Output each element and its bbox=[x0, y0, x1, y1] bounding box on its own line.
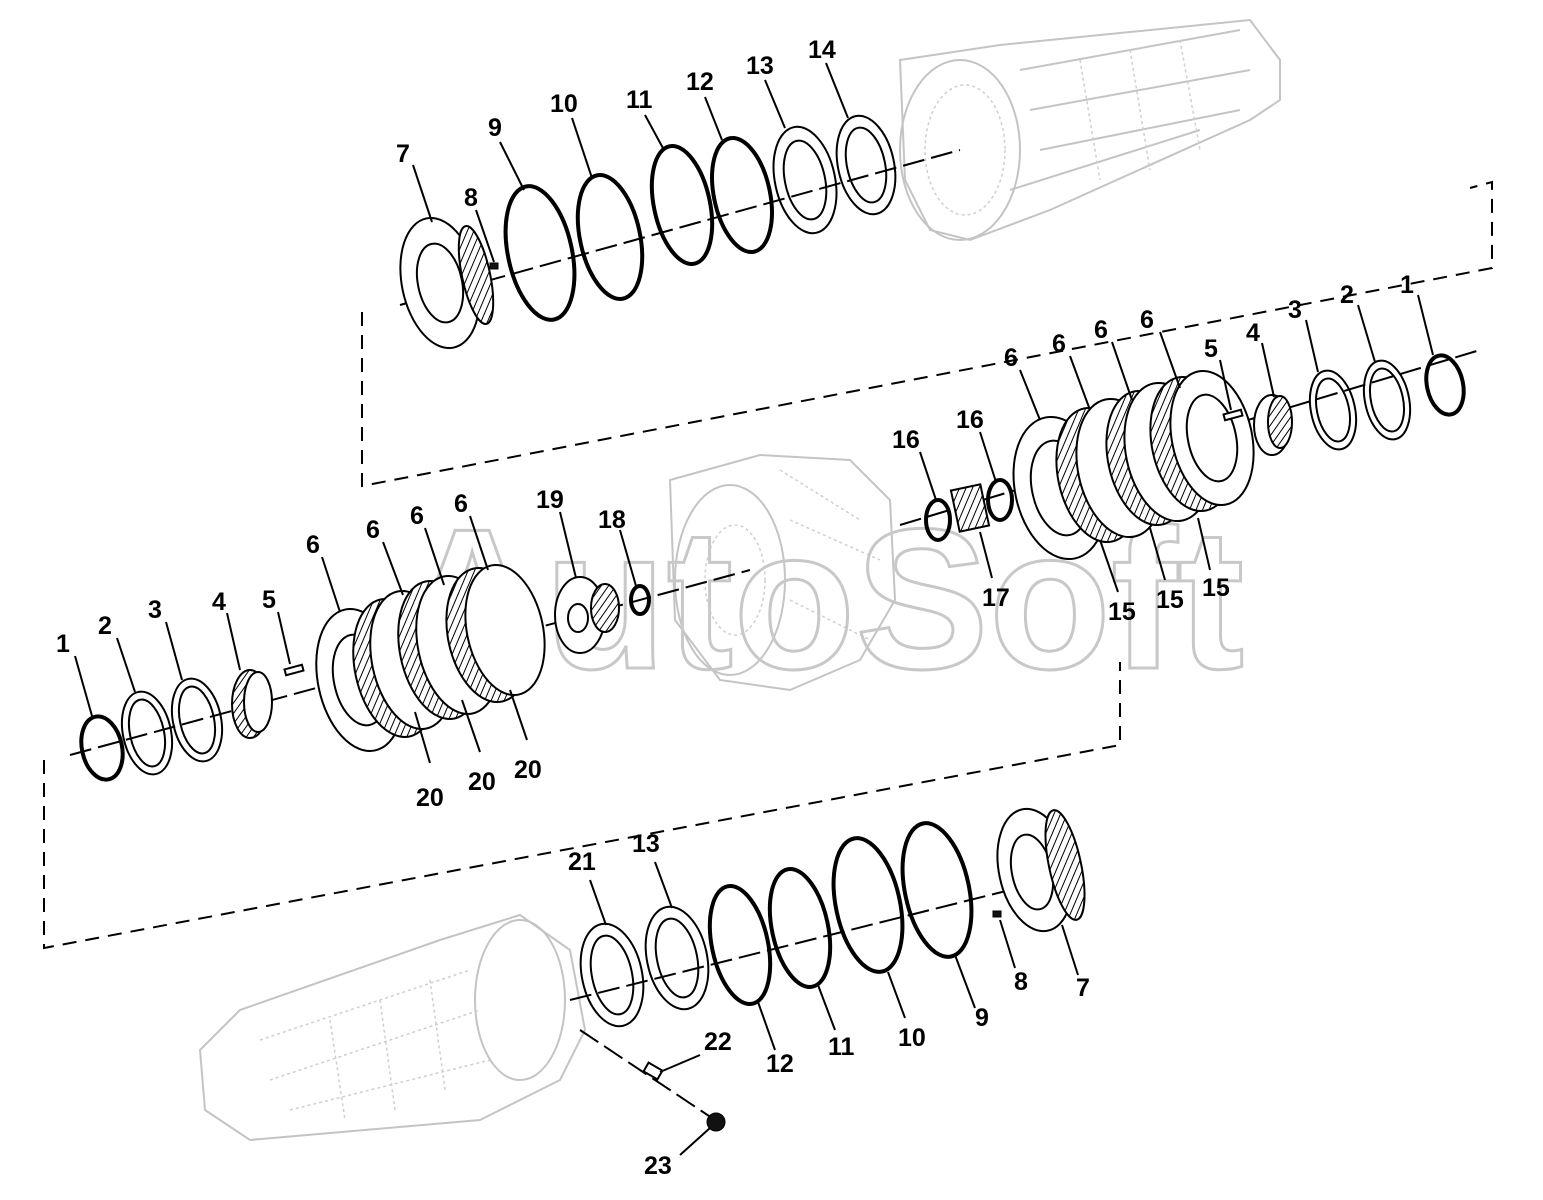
label-6: 6 bbox=[1140, 306, 1154, 334]
label-22: 22 bbox=[704, 1028, 732, 1056]
leaders-middle-right bbox=[919, 294, 1434, 593]
label-13: 13 bbox=[746, 52, 774, 80]
part-10-seal-top bbox=[575, 173, 645, 301]
part-10-seal-bottom bbox=[831, 836, 905, 974]
label-14: 14 bbox=[808, 36, 836, 64]
part-23-plug bbox=[706, 1112, 726, 1132]
clutch-pack-right bbox=[1012, 369, 1255, 561]
label-2: 2 bbox=[98, 612, 112, 640]
label-8: 8 bbox=[464, 184, 478, 212]
part-3-plate-right bbox=[1308, 369, 1358, 451]
label-4: 4 bbox=[1246, 319, 1260, 347]
label-3: 3 bbox=[148, 596, 162, 624]
leaders-middle-left bbox=[74, 511, 637, 764]
axis-top bbox=[399, 149, 961, 306]
label-6: 6 bbox=[1004, 344, 1018, 372]
part-13-spring-top bbox=[772, 125, 838, 235]
part-9-seal-top bbox=[503, 184, 577, 322]
label-21: 21 bbox=[568, 848, 596, 876]
label-20: 20 bbox=[468, 768, 496, 796]
axis-bottom bbox=[569, 879, 1051, 1001]
label-1: 1 bbox=[1400, 271, 1414, 299]
part-7-piston-bottom bbox=[996, 807, 1086, 933]
part-17-bearing bbox=[949, 483, 991, 533]
label-2: 2 bbox=[1340, 281, 1354, 309]
labels-middle-right: 1 2 3 4 5 6 6 6 6 6 15 15 15 16 16 17 bbox=[892, 271, 1414, 626]
label-6: 6 bbox=[454, 490, 468, 518]
label-11: 11 bbox=[828, 1033, 855, 1061]
label-15: 15 bbox=[1156, 586, 1184, 614]
label-17: 17 bbox=[982, 584, 1010, 612]
leaders-bottom bbox=[589, 861, 1079, 1156]
label-9: 9 bbox=[488, 114, 502, 142]
label-23: 23 bbox=[644, 1152, 672, 1180]
label-5: 5 bbox=[1204, 335, 1218, 363]
label-9: 9 bbox=[975, 1004, 989, 1032]
part-5-pin-right bbox=[1222, 408, 1244, 422]
label-12: 12 bbox=[686, 68, 714, 96]
part-4-hub-left bbox=[231, 669, 273, 739]
part-21-plate bbox=[579, 922, 645, 1028]
part-5-pin-left bbox=[283, 663, 305, 677]
part-3-plate-left bbox=[170, 677, 224, 763]
label-7: 7 bbox=[1076, 974, 1090, 1002]
part-12-seal-top bbox=[710, 135, 774, 255]
part-1-snap-ring-right bbox=[1424, 353, 1466, 417]
transmission-housing-middle bbox=[668, 453, 897, 692]
part-11-seal-bottom bbox=[767, 867, 833, 989]
transmission-housing-bottom bbox=[198, 913, 587, 1142]
part-16-snap-ring-a bbox=[924, 498, 952, 542]
label-16: 16 bbox=[892, 426, 920, 454]
label-5: 5 bbox=[262, 586, 276, 614]
labels-top: 7 8 9 10 11 12 13 14 bbox=[396, 36, 836, 212]
label-3: 3 bbox=[1288, 296, 1302, 324]
axis-plug bbox=[579, 1029, 716, 1121]
part-19-hub bbox=[554, 576, 620, 654]
part-14-plate-top bbox=[835, 114, 897, 216]
label-7: 7 bbox=[396, 140, 410, 168]
label-18: 18 bbox=[598, 506, 626, 534]
label-6: 6 bbox=[1094, 316, 1108, 344]
part-11-seal-top bbox=[649, 144, 715, 266]
leaders-top bbox=[412, 62, 849, 263]
label-6: 6 bbox=[410, 502, 424, 530]
part-7-piston-top bbox=[399, 216, 495, 350]
transmission-housing-top bbox=[898, 18, 1281, 242]
part-12-seal-bottom bbox=[707, 884, 773, 1006]
label-6: 6 bbox=[306, 531, 320, 559]
label-19: 19 bbox=[536, 486, 564, 514]
label-10: 10 bbox=[898, 1024, 926, 1052]
part-8-check-ball-bottom bbox=[992, 910, 1002, 918]
part-16-snap-ring-b bbox=[986, 478, 1014, 522]
label-16: 16 bbox=[956, 406, 984, 434]
label-15: 15 bbox=[1202, 574, 1230, 602]
assembly-boundary-lower bbox=[43, 662, 1121, 950]
part-2-plate-right bbox=[1362, 359, 1412, 441]
part-18-snap-ring bbox=[629, 584, 651, 616]
label-10: 10 bbox=[550, 90, 578, 118]
label-20: 20 bbox=[416, 784, 444, 812]
labels-bottom: 21 13 12 11 10 9 8 7 22 23 bbox=[568, 830, 1090, 1180]
part-13-spring-bottom bbox=[644, 905, 710, 1011]
labels-middle-left: 1 2 3 4 5 6 6 6 6 18 19 20 20 20 bbox=[56, 486, 626, 812]
assembly-boundary-upper bbox=[361, 180, 1493, 488]
part-4-hub-right bbox=[1253, 394, 1293, 456]
label-15: 15 bbox=[1108, 598, 1136, 626]
part-22-fitting bbox=[642, 1061, 664, 1081]
label-11: 11 bbox=[626, 86, 653, 114]
part-1-snap-ring-left bbox=[79, 714, 125, 782]
label-12: 12 bbox=[766, 1050, 794, 1078]
label-6: 6 bbox=[1052, 330, 1066, 358]
clutch-pack-left bbox=[315, 563, 546, 752]
part-2-plate-left bbox=[120, 690, 174, 776]
label-8: 8 bbox=[1014, 968, 1028, 996]
label-1: 1 bbox=[56, 630, 70, 658]
part-9-seal-bottom bbox=[900, 821, 974, 959]
label-4: 4 bbox=[212, 588, 226, 616]
part-8-check-ball-top bbox=[489, 262, 499, 270]
label-20: 20 bbox=[514, 756, 542, 784]
label-6: 6 bbox=[366, 516, 380, 544]
label-13: 13 bbox=[632, 830, 660, 858]
